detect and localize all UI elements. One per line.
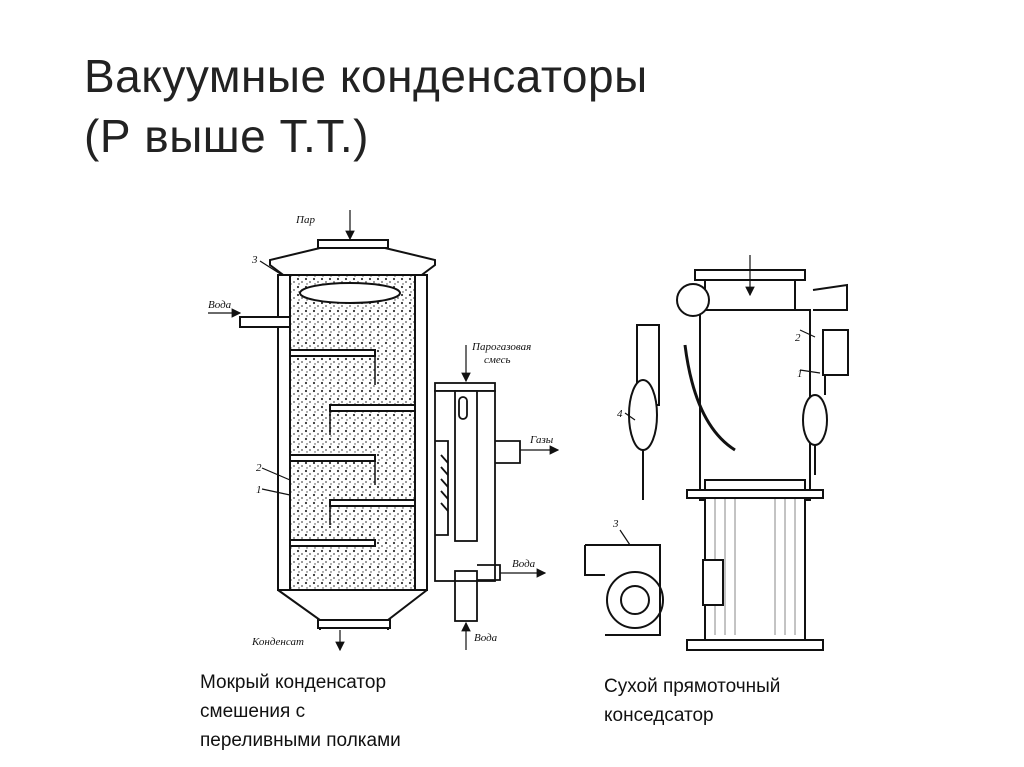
condensate-label: Конденсат xyxy=(251,636,304,648)
water-bottom-label: Вода xyxy=(474,632,498,644)
column-annotations xyxy=(208,210,355,652)
dry-condenser-annotations xyxy=(619,255,821,546)
mixture-label-2: смесь xyxy=(484,354,511,366)
dry-condenser-caption: Сухой прямоточный конседсатор xyxy=(604,672,780,730)
wet-caption-line-1: Мокрый конденсатор xyxy=(200,672,387,693)
label-1: 1 xyxy=(256,484,262,496)
wet-condenser-drawing: Пар Вода Конденсат 3 2 1 Парогазовая сме… xyxy=(208,210,560,652)
dry-condenser-body xyxy=(584,269,849,651)
wet-caption-line-2: смешения с xyxy=(200,701,306,722)
water-out-label: Вода xyxy=(512,558,536,570)
title-line-2: (Р выше Т.Т.) xyxy=(84,110,369,162)
title-line-1: Вакуумные конденсаторы xyxy=(84,50,648,102)
steam-label: Пар xyxy=(295,214,315,226)
trap-annotations xyxy=(461,345,560,650)
slide-title: Вакуумные конденсаторы (Р выше Т.Т.) xyxy=(84,46,648,166)
dry-condenser-drawing: 1 2 3 4 xyxy=(584,255,849,651)
water-in-label: Вода xyxy=(208,299,232,311)
wet-caption-line-3: переливными полками xyxy=(200,730,401,751)
dry-label-1: 1 xyxy=(797,368,803,380)
label-3: 3 xyxy=(251,254,258,266)
condenser-column xyxy=(239,239,436,630)
mixture-label-1: Парогазовая xyxy=(471,341,531,353)
dry-caption-line-2: конседсатор xyxy=(604,705,714,726)
dry-caption-line-1: Сухой прямоточный xyxy=(604,676,781,697)
trap-vessel xyxy=(434,382,521,622)
dry-label-4: 4 xyxy=(617,408,623,420)
dry-label-3: 3 xyxy=(612,518,619,530)
wet-condenser-caption: Мокрый конденсатор смешения с переливным… xyxy=(200,668,401,755)
dry-label-2: 2 xyxy=(795,332,801,344)
gases-label: Газы xyxy=(529,434,554,446)
label-2: 2 xyxy=(256,462,262,474)
